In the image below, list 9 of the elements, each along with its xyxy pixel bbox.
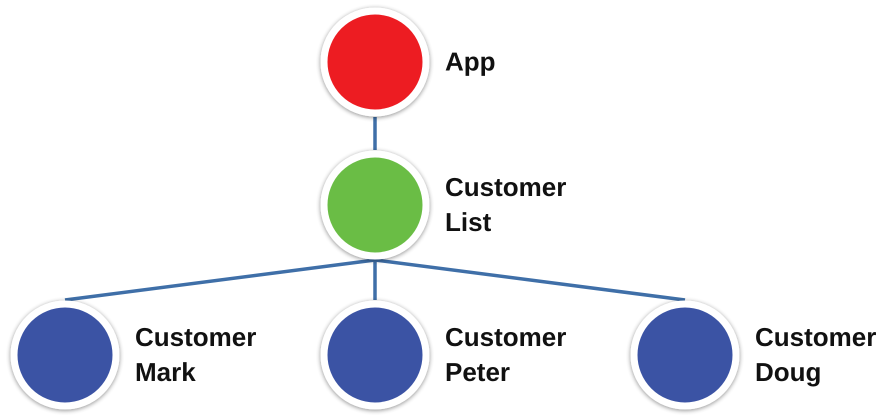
node-label: Customer Peter [445, 320, 568, 389]
connector-line [373, 117, 377, 150]
node-label: Customer List [445, 170, 568, 239]
node-label: Customer Mark [135, 320, 258, 389]
connector-line [64, 258, 376, 302]
node-label: App [445, 45, 497, 78]
connector-line [373, 260, 377, 300]
node-label: Customer Doug [755, 320, 878, 389]
connector-line [374, 258, 686, 302]
